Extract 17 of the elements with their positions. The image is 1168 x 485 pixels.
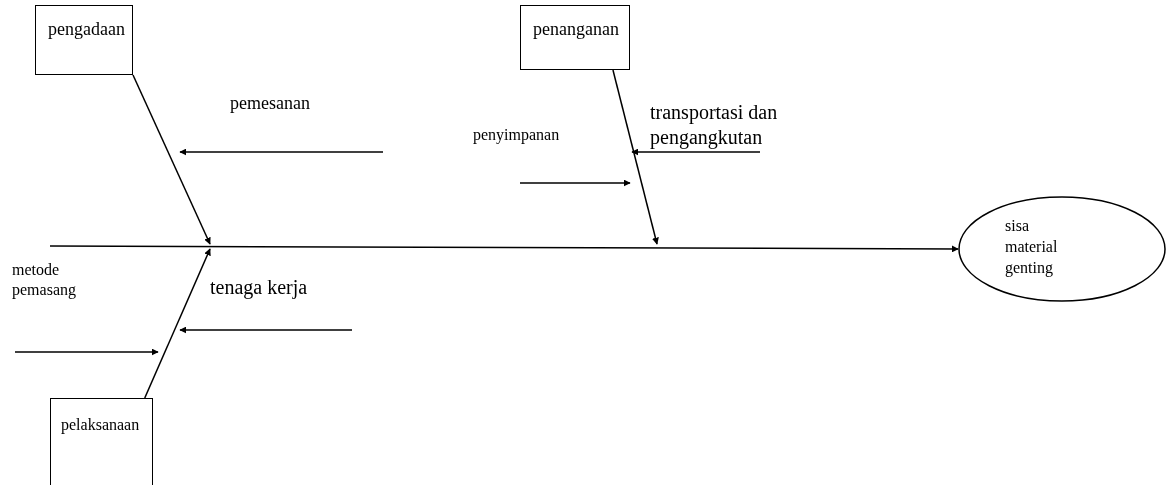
category-box [520, 5, 630, 70]
cause-label: tenaga kerja [210, 275, 309, 300]
node-text: pengadaan [48, 18, 125, 41]
category-box [35, 5, 133, 75]
category-box [50, 398, 153, 485]
node-text: penanganan [533, 18, 619, 41]
arrow [144, 248, 211, 399]
arrow [612, 69, 659, 245]
arrow [49, 245, 959, 253]
arrow [132, 74, 211, 245]
effect-ellipse [958, 196, 1166, 302]
cause-label: metode pemasang [12, 260, 77, 300]
cause-label: transportasi dan pengangkutan [650, 100, 779, 150]
node-text: sisa material genting [1005, 216, 1059, 279]
cause-label: penyimpanan [473, 125, 561, 145]
node-text: pelaksanaan [61, 415, 140, 436]
cause-label: pemesanan [230, 92, 311, 115]
